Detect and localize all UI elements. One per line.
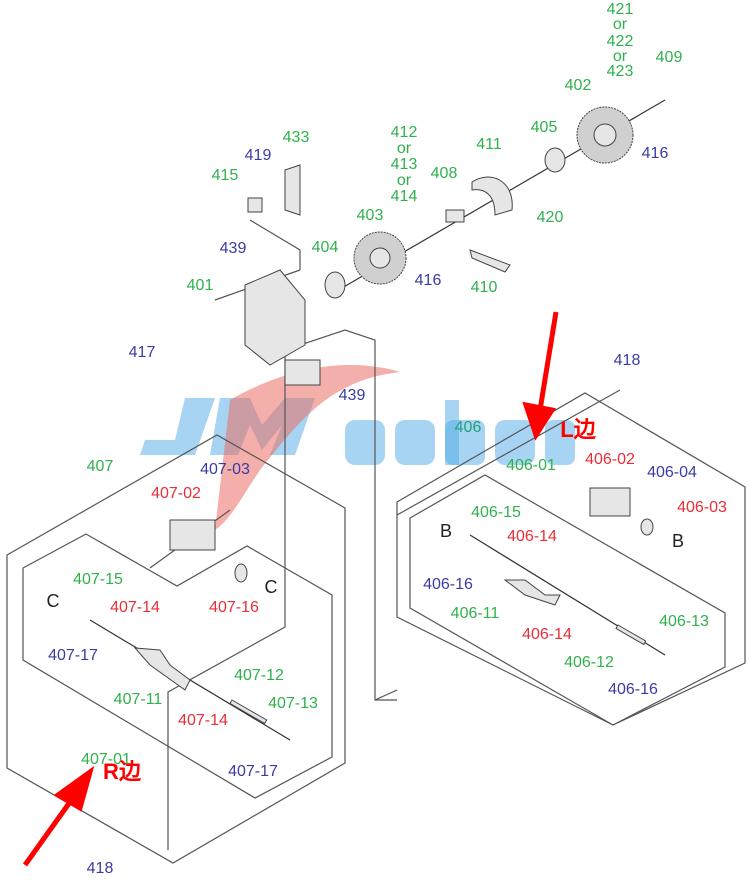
label-413: 413 — [390, 156, 418, 173]
shaft-407-12 — [229, 699, 268, 725]
lever-407-11 — [133, 647, 191, 691]
assembly-406-01-outline — [409, 474, 726, 726]
label-or: or — [396, 140, 412, 157]
solenoid-406-02 — [589, 487, 631, 517]
label-415: 415 — [211, 167, 239, 184]
label-401: 401 — [186, 277, 214, 294]
label-c: C — [46, 591, 60, 611]
label-407-11: 407-11 — [113, 691, 163, 708]
bracket-433 — [284, 164, 301, 216]
bearing-405 — [544, 147, 566, 173]
frame-401 — [244, 269, 306, 366]
label-b: B — [671, 531, 685, 551]
label-407: 407 — [86, 458, 114, 475]
shaft-406-12 — [615, 624, 647, 646]
label-406-16: 406-16 — [423, 576, 473, 593]
label-406-02: 406-02 — [585, 451, 635, 468]
label-407-17: 407-17 — [48, 647, 98, 664]
label-407-01: 407-01 — [81, 751, 131, 768]
label-407-17: 407-17 — [228, 763, 278, 780]
label-405: 405 — [530, 119, 558, 136]
part-407-16 — [234, 563, 248, 583]
label-407-12: 407-12 — [234, 667, 284, 684]
label-406-11: 406-11 — [450, 605, 500, 622]
label-409: 409 — [655, 49, 683, 66]
bearing-404 — [324, 271, 346, 299]
label-417: 417 — [128, 344, 156, 361]
label-418: 418 — [613, 352, 641, 369]
label-408: 408 — [430, 165, 458, 182]
label-406-16: 406-16 — [608, 681, 658, 698]
label-414: 414 — [390, 188, 418, 205]
arrow-right-side — [22, 793, 78, 867]
label-422: 422 — [606, 33, 634, 50]
label-418: 418 — [86, 860, 114, 877]
label-407-03: 407-03 — [200, 461, 250, 478]
assembly-406-outline — [396, 392, 746, 726]
label-411: 411 — [476, 136, 502, 153]
label-412: 412 — [390, 124, 418, 141]
left-side-label: L边 — [560, 417, 596, 442]
label-402: 402 — [564, 77, 592, 94]
label-406-12: 406-12 — [564, 654, 614, 671]
lever-406-11 — [503, 579, 561, 606]
label-407-13: 407-13 — [268, 695, 318, 712]
label-420: 420 — [536, 209, 564, 226]
label-406-04: 406-04 — [647, 464, 697, 481]
label-439: 439 — [219, 240, 247, 257]
lever-410 — [469, 249, 511, 273]
label-407-14: 407-14 — [110, 599, 160, 616]
watermark-swoosh — [215, 365, 400, 530]
label-406-14: 406-14 — [507, 528, 557, 545]
label-416: 416 — [641, 145, 669, 162]
collar-408 — [445, 209, 465, 223]
label-or: or — [612, 48, 628, 65]
label-419: 419 — [244, 147, 272, 164]
label-406-14: 406-14 — [522, 626, 572, 643]
label-406-13: 406-13 — [659, 613, 709, 630]
label-421: 421 — [606, 1, 634, 18]
label-403: 403 — [356, 207, 384, 224]
label-407-15: 407-15 — [73, 571, 123, 588]
label-416: 416 — [414, 272, 442, 289]
right-side-label: R边 — [103, 759, 141, 784]
label-b: B — [439, 521, 453, 541]
label-407-14: 407-14 — [178, 712, 228, 729]
label-433: 433 — [282, 129, 310, 146]
label-c: C — [264, 577, 278, 597]
label-423: 423 — [606, 63, 634, 80]
label-407-02: 407-02 — [151, 485, 201, 502]
label-439: 439 — [338, 387, 366, 404]
label-410: 410 — [470, 279, 498, 296]
arrow-left-side — [537, 311, 559, 411]
label-406-03: 406-03 — [677, 499, 727, 516]
label-404: 404 — [311, 239, 339, 256]
cover-411 — [471, 176, 513, 216]
label-or: or — [396, 172, 412, 189]
label-or: or — [612, 16, 628, 33]
solenoid-407-02 — [169, 519, 216, 551]
label-406-15: 406-15 — [471, 504, 521, 521]
label-406: 406 — [454, 419, 482, 436]
assembly-407-outline — [6, 434, 346, 864]
bracket — [284, 359, 321, 386]
label-407-16: 407-16 — [209, 599, 259, 616]
label-406-01: 406-01 — [506, 457, 556, 474]
plate-415 — [247, 197, 263, 213]
watermark-logo — [140, 398, 575, 465]
assembly-407-01-outline — [22, 533, 333, 799]
part-406-03 — [640, 518, 654, 536]
